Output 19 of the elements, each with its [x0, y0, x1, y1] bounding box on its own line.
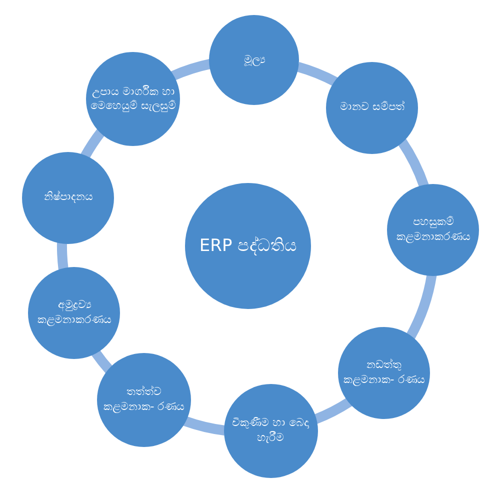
node-text: පහසුකම් කළමනාකරණය	[395, 214, 472, 245]
ring-connector	[296, 62, 338, 86]
ring-connector	[406, 274, 437, 339]
node-text: නඩත්තු කළමනාක- රණය	[342, 358, 426, 388]
node-text: අමුද්‍රව්‍ය කළමනාකරණය	[36, 298, 112, 328]
node-text: නිෂ්පාදනය	[44, 190, 93, 206]
node-text: ERP පද්ධතිය	[199, 234, 297, 258]
node-text: මූල්‍ය	[244, 52, 265, 68]
node-text: තත්ත්ව කළමනාක- රණය	[102, 385, 186, 416]
node-text: විකුණීම හා බෙදා හැරීම	[231, 416, 310, 446]
ring-connector	[80, 128, 106, 159]
ring-connector	[57, 242, 68, 270]
node-text: මානව සම්පත්	[340, 100, 405, 116]
ring-connector	[183, 416, 226, 436]
node-text: උපාය මාර්ගික හා මෙහෙයුම් සැලසුම්	[90, 84, 176, 114]
ring-connector	[398, 138, 429, 188]
ring-connector	[313, 397, 352, 424]
ring-connector	[171, 58, 212, 81]
ring-connector	[91, 349, 114, 374]
